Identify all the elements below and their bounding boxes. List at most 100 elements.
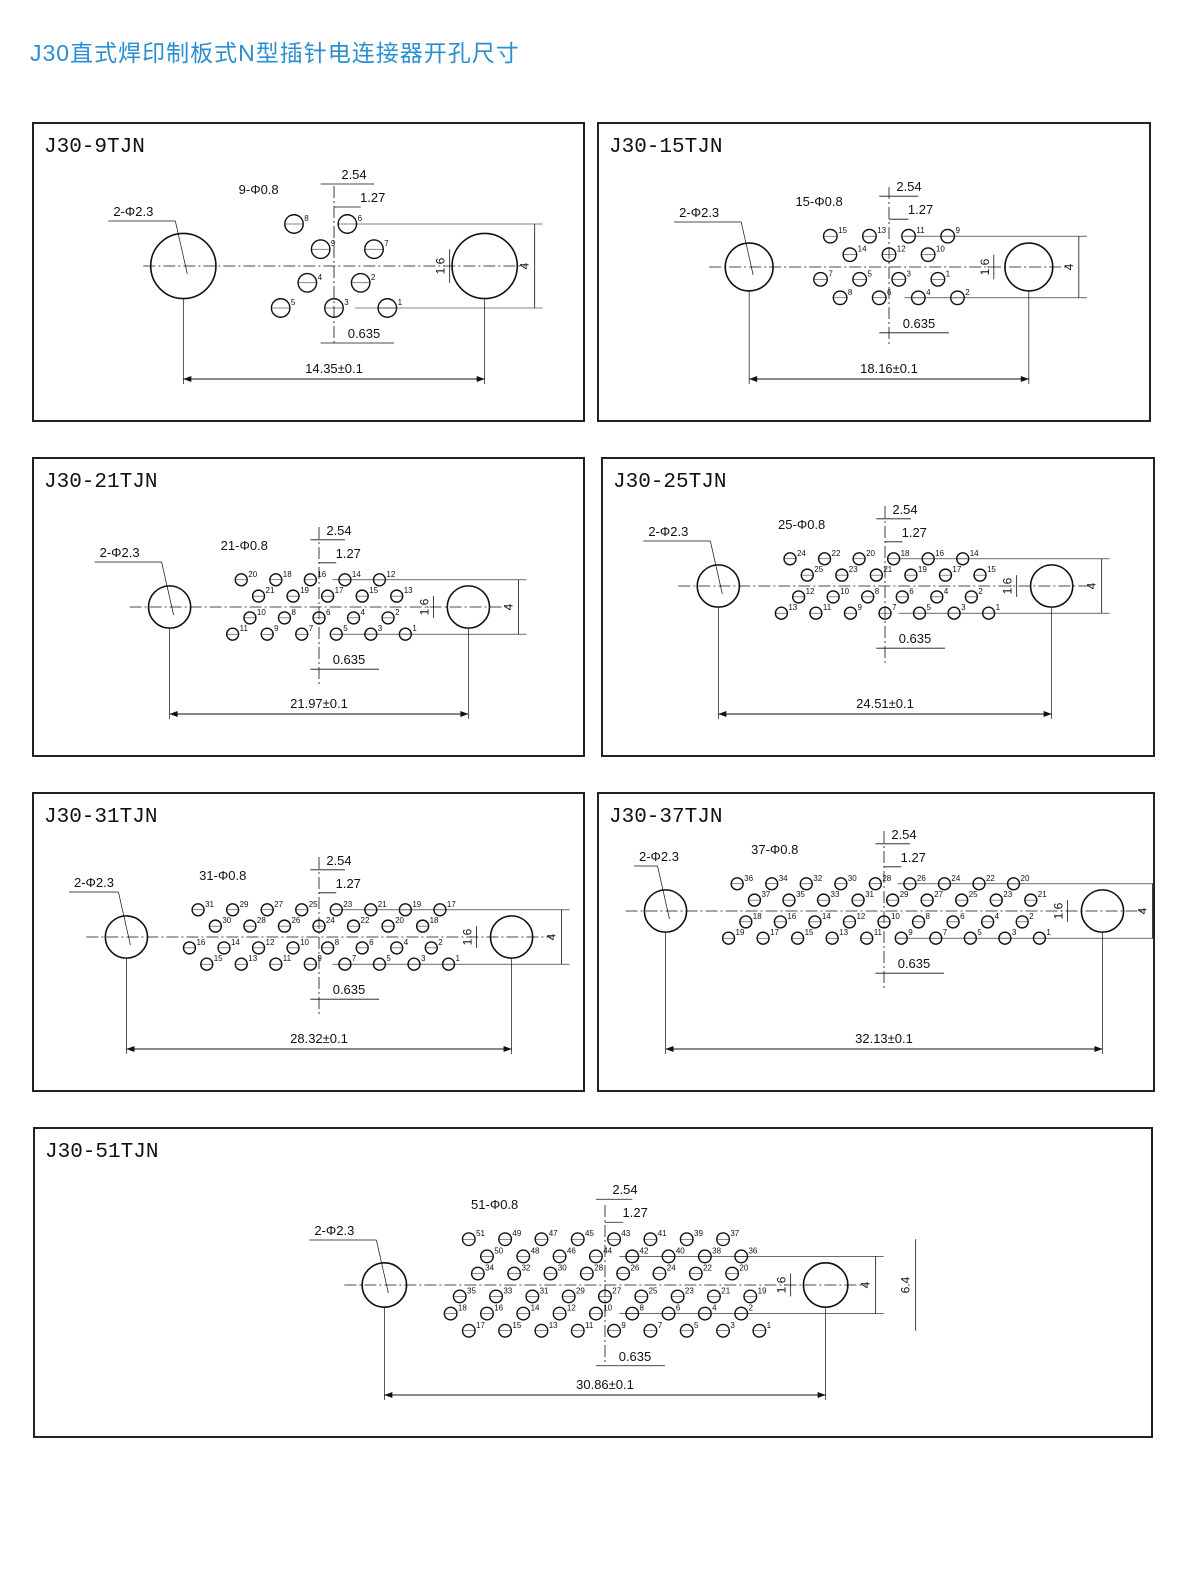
leader-line bbox=[161, 561, 174, 616]
leader-line bbox=[657, 865, 670, 920]
height-dimension-text: 4 bbox=[1062, 263, 1076, 270]
pin-number: 23 bbox=[685, 1286, 694, 1295]
pin-number: 10 bbox=[936, 245, 945, 254]
pin-number: 4 bbox=[944, 587, 949, 596]
pin-number: 15 bbox=[838, 226, 847, 235]
pin-number: 3 bbox=[378, 624, 383, 633]
pin-hole-callout: 25-Φ0.8 bbox=[778, 517, 825, 532]
pin-hole bbox=[809, 606, 823, 620]
pin-number: 27 bbox=[274, 900, 283, 909]
pin-number: 7 bbox=[943, 928, 948, 937]
leader-line bbox=[709, 540, 723, 595]
span-dimension-text: 21.97±0.1 bbox=[290, 696, 348, 711]
pin-number: 15 bbox=[987, 565, 996, 574]
pin-number: 9 bbox=[955, 226, 960, 235]
pin-number: 7 bbox=[892, 603, 897, 612]
pin-number: 3 bbox=[1012, 928, 1017, 937]
pin-number: 36 bbox=[744, 874, 753, 883]
pin-number: 2 bbox=[978, 587, 983, 596]
pin-number: 7 bbox=[384, 239, 389, 248]
pin-number: 18 bbox=[458, 1304, 467, 1313]
pin-number: 14 bbox=[231, 938, 240, 947]
pin-number: 10 bbox=[891, 912, 900, 921]
pin-number: 33 bbox=[503, 1286, 512, 1295]
pin-number: 3 bbox=[344, 298, 349, 307]
pin-number: 18 bbox=[430, 916, 439, 925]
pin-number: 1 bbox=[412, 624, 417, 633]
pin-number: 17 bbox=[476, 1321, 485, 1330]
pin-hole bbox=[730, 877, 744, 891]
pin-number: 14 bbox=[531, 1304, 540, 1313]
mount-hole-callout: 2-Φ2.3 bbox=[639, 849, 679, 864]
pin-number: 19 bbox=[300, 586, 309, 595]
pin-number: 11 bbox=[283, 954, 292, 963]
half-pitch-dimension-text: 1.27 bbox=[623, 1205, 648, 1220]
height-dimension-text: 4 bbox=[545, 933, 559, 940]
pin-number: 20 bbox=[248, 570, 257, 579]
pin-number: 12 bbox=[856, 912, 865, 921]
pin-number: 19 bbox=[736, 928, 745, 937]
half-pitch-dimension-text: 1.27 bbox=[908, 202, 933, 217]
offset-dimension-text: 0.635 bbox=[619, 1349, 652, 1364]
leader-line bbox=[174, 220, 188, 275]
pin-number: 21 bbox=[883, 565, 892, 574]
pin-number: 50 bbox=[494, 1246, 503, 1255]
pitch-dimension-text: 2.54 bbox=[326, 523, 351, 538]
pin-hole-callout: 31-Φ0.8 bbox=[199, 868, 246, 883]
pin-number: 19 bbox=[918, 565, 927, 574]
pin-number: 4 bbox=[404, 938, 409, 947]
pin-number: 13 bbox=[877, 226, 886, 235]
pin-number: 2 bbox=[748, 1304, 753, 1313]
half-pitch-dimension-text: 1.27 bbox=[336, 546, 361, 561]
span-dimension-text: 32.13±0.1 bbox=[855, 1031, 913, 1046]
pin-number: 12 bbox=[266, 938, 275, 947]
pin-number: 37 bbox=[761, 890, 770, 899]
pin-number: 16 bbox=[196, 938, 205, 947]
pitch-dimension-text: 2.54 bbox=[341, 167, 366, 182]
pin-number: 3 bbox=[961, 603, 966, 612]
pin-number: 14 bbox=[352, 570, 361, 579]
height-dimension-text: 4 bbox=[501, 603, 515, 610]
pin-hole-callout: 21-Φ0.8 bbox=[221, 538, 268, 553]
pin-number: 20 bbox=[395, 916, 404, 925]
pin-number: 13 bbox=[839, 928, 848, 937]
pin-number: 27 bbox=[612, 1286, 621, 1295]
pin-number: 10 bbox=[257, 608, 266, 617]
pin-number: 5 bbox=[927, 603, 932, 612]
pin-number: 39 bbox=[694, 1229, 703, 1238]
pin-number: 9 bbox=[331, 239, 336, 248]
pin-number: 38 bbox=[712, 1246, 721, 1255]
pin-number: 9 bbox=[274, 624, 279, 633]
pin-number: 20 bbox=[1021, 874, 1030, 883]
pin-number: 15 bbox=[214, 954, 223, 963]
pin-number: 5 bbox=[694, 1321, 699, 1330]
pin-number: 31 bbox=[540, 1286, 549, 1295]
height-dimension-text: 4 bbox=[859, 1281, 873, 1288]
pin-number: 35 bbox=[796, 890, 805, 899]
pin-number: 37 bbox=[730, 1229, 739, 1238]
span-dimension-text: 14.35±0.1 bbox=[305, 361, 363, 376]
pin-number: 12 bbox=[897, 245, 906, 254]
pin-number: 6 bbox=[676, 1304, 681, 1313]
pin-number: 8 bbox=[926, 912, 931, 921]
pin-hole bbox=[721, 931, 736, 945]
mount-hole-callout: 2-Φ2.3 bbox=[100, 545, 140, 560]
half-pitch-dimension-text: 1.27 bbox=[901, 850, 926, 865]
pin-number: 4 bbox=[712, 1304, 717, 1313]
pin-number: 43 bbox=[621, 1229, 630, 1238]
pin-number: 1 bbox=[456, 954, 461, 963]
pin-number: 1 bbox=[946, 269, 951, 278]
panel-label: J30-37TJN bbox=[609, 806, 723, 829]
pin-number: 6 bbox=[909, 587, 914, 596]
pin-number: 31 bbox=[205, 900, 214, 909]
pin-number: 7 bbox=[352, 954, 357, 963]
page-title: J30直式焊印制板式N型插针电连接器开孔尺寸 bbox=[30, 40, 520, 66]
pin-number: 12 bbox=[567, 1304, 576, 1313]
pin-number: 11 bbox=[823, 603, 832, 612]
pin-number: 25 bbox=[649, 1286, 658, 1295]
